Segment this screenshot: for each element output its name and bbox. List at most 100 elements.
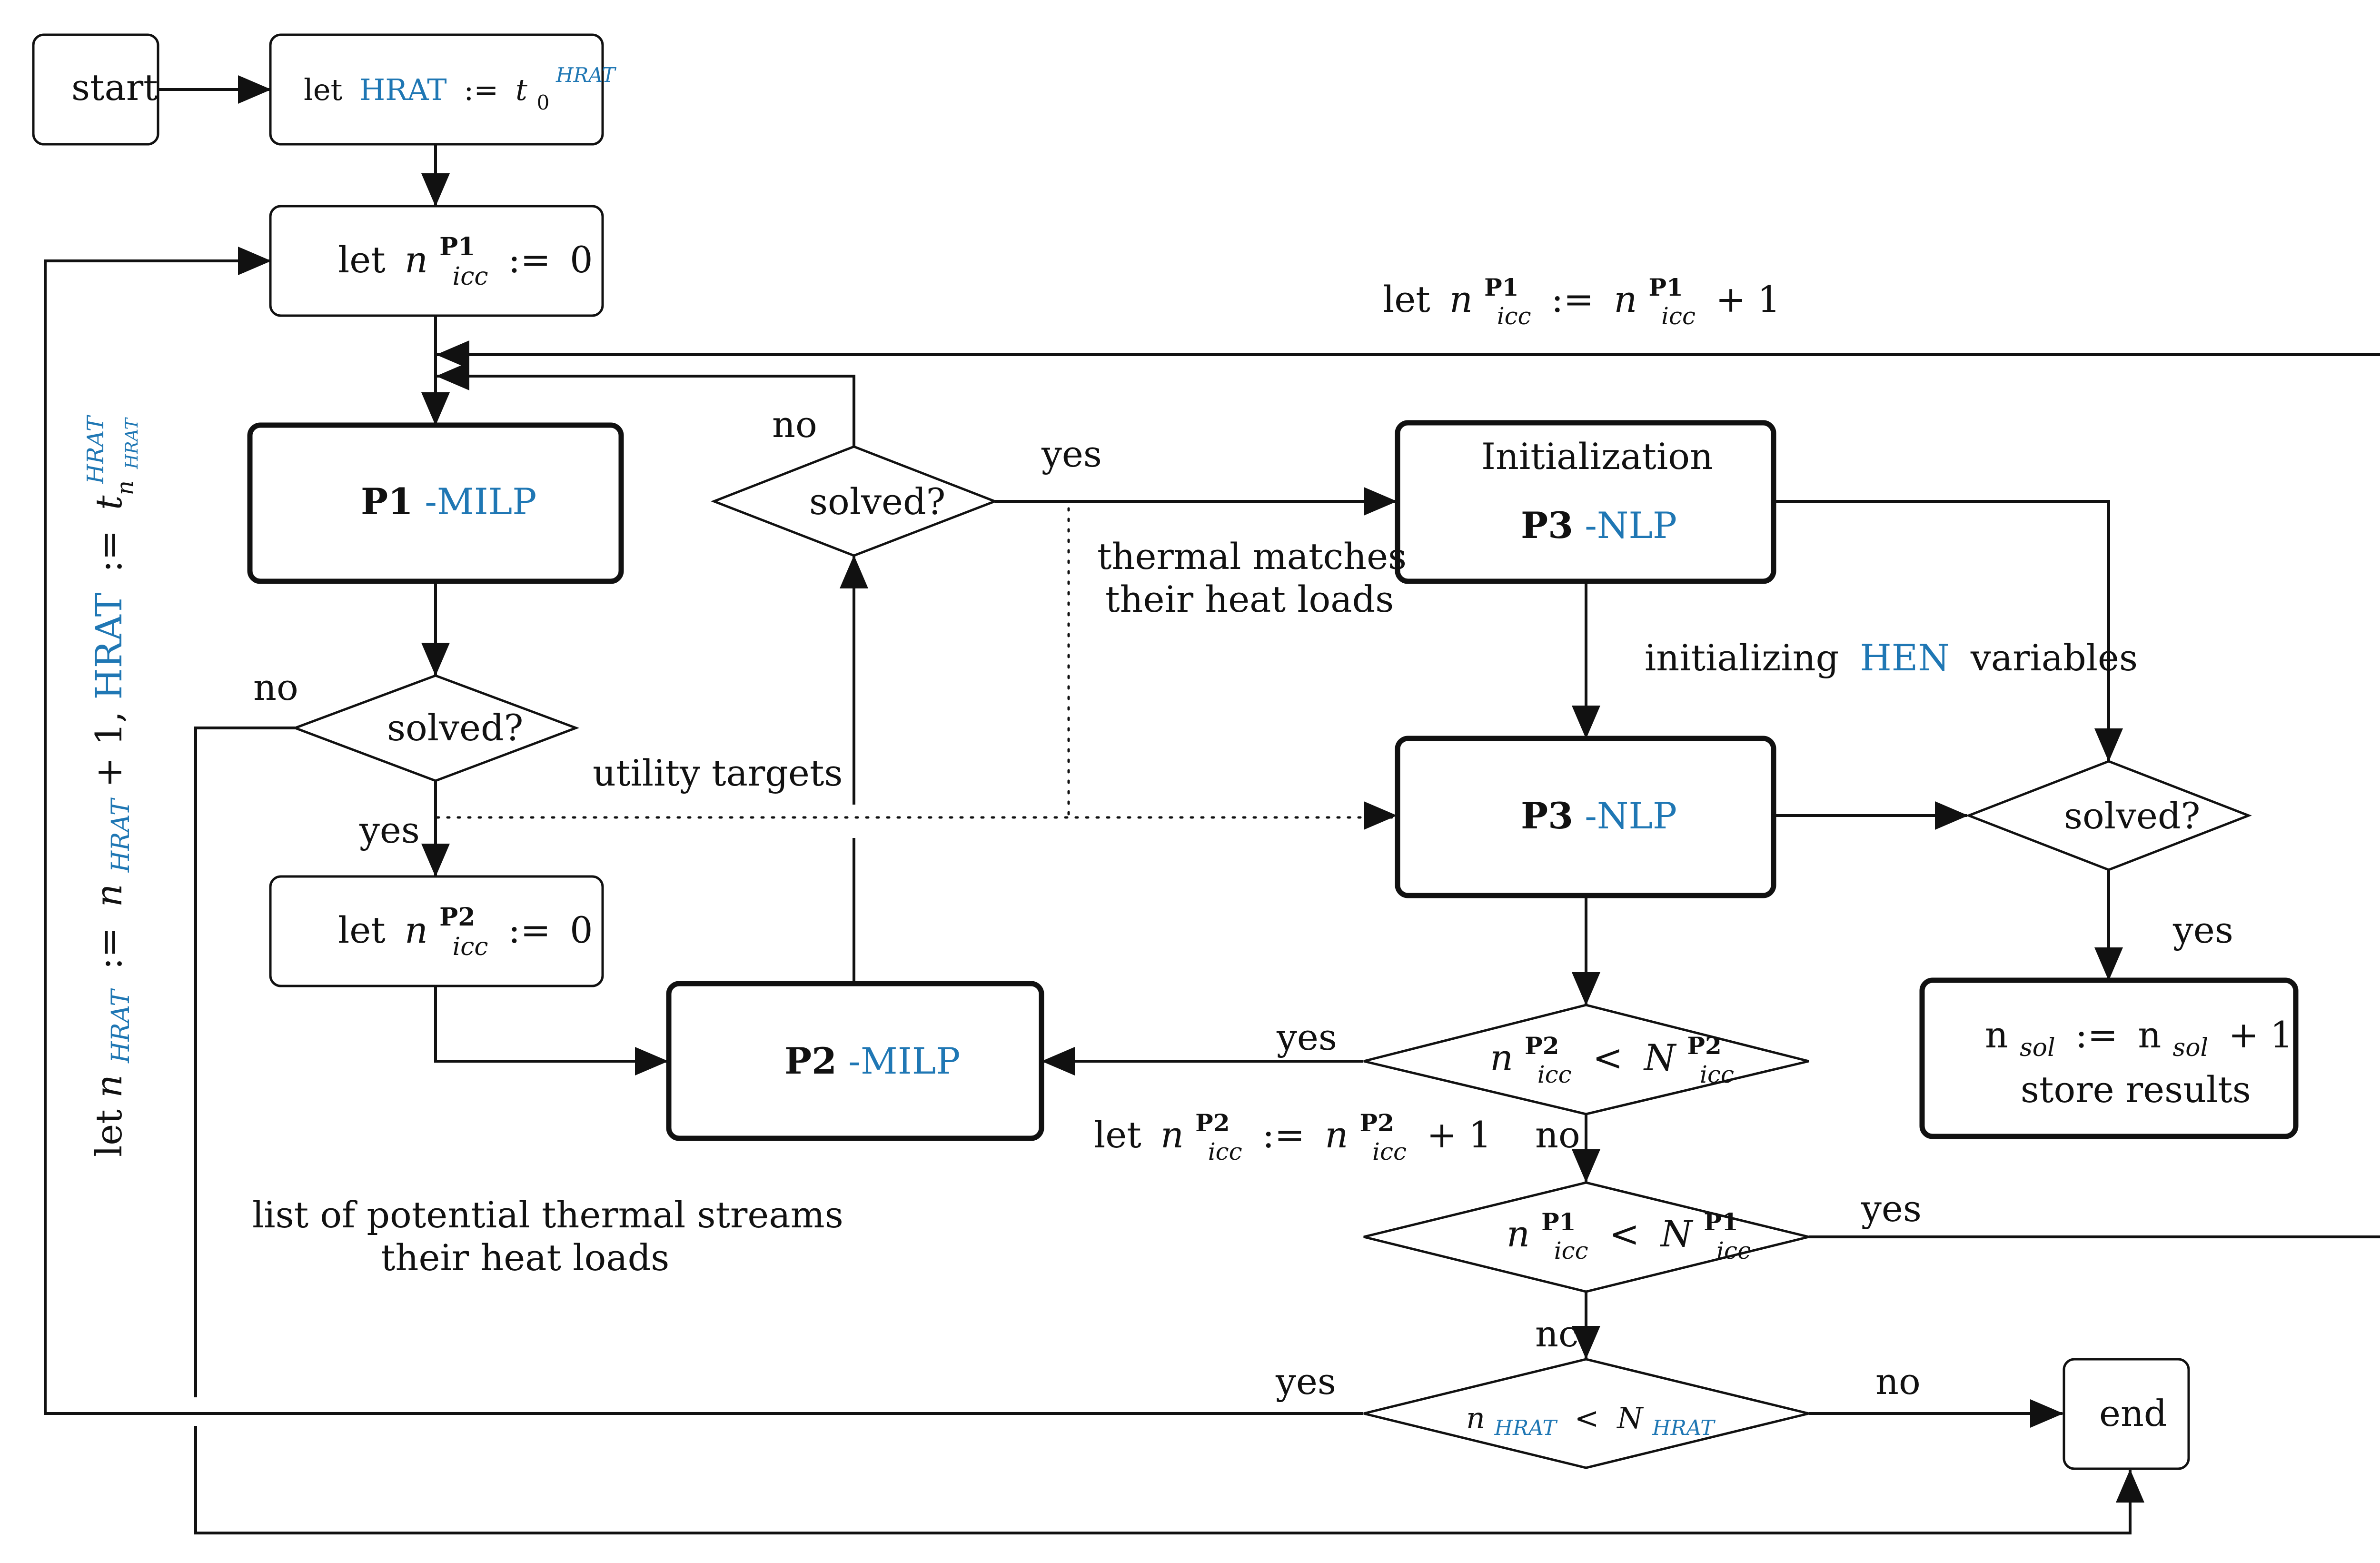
svg-text:let n P2 icc: let n P2 icc := n P2 icc + 1 xyxy=(1094,1097,1491,1168)
label-hen: HEN xyxy=(1860,637,1949,679)
nsol-sub: sol xyxy=(2020,1034,2055,1062)
cond-p2-n: n xyxy=(1490,1036,1513,1079)
svg-text:let HRAT :=: let HRAT := t 0 HRAT xyxy=(304,63,616,117)
label-cond-hrat-no: no xyxy=(1875,1360,1921,1403)
p2-milp-bold: P2 xyxy=(784,1040,837,1082)
label-hrat-loop-assign2: := xyxy=(88,530,130,572)
p2-milp-node: P2 -MILP xyxy=(666,981,1044,1141)
edge-solved1-no-to-end xyxy=(194,727,295,1397)
label-inc-p2-assign: := xyxy=(1262,1114,1305,1156)
p3-init-node: Initialization P3 -NLP xyxy=(1395,420,1776,584)
label-inc-p2-sub: icc xyxy=(1208,1138,1242,1165)
label-solved1-no: no xyxy=(253,666,298,708)
init-p2-sub: icc xyxy=(453,933,488,961)
cond-hrat-n: n xyxy=(1466,1401,1485,1435)
label-thermal-heat-loads: their heat loads xyxy=(1105,578,1394,620)
init-p1-let: let xyxy=(338,239,386,281)
solved2-label: solved? xyxy=(809,480,945,523)
label-inc-p2-plus: + 1 xyxy=(1427,1114,1491,1156)
init-hrat-let: let xyxy=(304,72,343,107)
label-hrat-loop-hrat: HRAT xyxy=(88,593,130,700)
p3-nlp-node: P3 -NLP xyxy=(1395,736,1776,898)
init-p1-assign: := xyxy=(508,239,551,281)
label-utility-targets: utility targets xyxy=(593,752,843,794)
label-hrat-loop-n: n xyxy=(88,1075,130,1098)
label-inc-p1-let: let xyxy=(1383,278,1430,320)
edge-bottom-to-end xyxy=(194,1426,2144,1534)
cond-hrat-lt: < xyxy=(1575,1401,1599,1435)
nsol-plus: + 1 xyxy=(2228,1014,2293,1056)
label-thermal-matches: thermal matches xyxy=(1097,535,1407,577)
label-inc-p1-assign: := xyxy=(1551,278,1594,320)
cond-p2-lt: < xyxy=(1593,1036,1623,1079)
p3-init-title: Initialization xyxy=(1481,435,1713,478)
label-solved2-no: no xyxy=(772,403,817,446)
init-p2-assign: := xyxy=(508,909,551,951)
p3-nlp-bold: P3 xyxy=(1521,795,1573,837)
init-hrat-assign: := xyxy=(464,72,498,107)
label-potential-heat-loads: their heat loads xyxy=(381,1236,669,1279)
init-hrat-sub0: 0 xyxy=(537,91,550,114)
p1-milp-text: -MILP xyxy=(425,480,536,523)
nsol-assign: := xyxy=(2075,1014,2118,1056)
end-label: end xyxy=(2099,1392,2167,1434)
label-inc-p1-sub: icc xyxy=(1497,302,1531,330)
label-inc-p1-n: n xyxy=(1449,278,1473,320)
edge-p3-init-to-solved3 xyxy=(1774,500,2123,762)
label-cond-hrat-yes: yes xyxy=(1275,1360,1336,1403)
cond-p1-sub2: icc xyxy=(1716,1237,1751,1264)
label-hrat-loop-tsub-n: n xyxy=(112,480,139,495)
cond-p1-sub: icc xyxy=(1554,1237,1588,1264)
label-solved2-yes: yes xyxy=(1041,433,1102,475)
edge-cond-p1-yes-loop xyxy=(436,340,2380,1238)
cond-hrat-sub2: HRAT xyxy=(1652,1416,1716,1440)
label-inc-p1-sup: P1 xyxy=(1484,273,1518,301)
svg-text:let n P1 icc: let n P1 icc := 0 xyxy=(338,221,593,293)
label-inc-p2-sup: P2 xyxy=(1195,1109,1230,1137)
svg-text:let n P2 icc: let n P2 icc := 0 xyxy=(338,892,593,964)
init-p1-n: n xyxy=(405,239,428,281)
svg-text:n HRAT < N: n HRAT < N HRAT xyxy=(1466,1401,1716,1442)
store-results-node: n sol := n sol + 1 store results xyxy=(1919,977,2299,1139)
label-initializing: initializing xyxy=(1645,637,1839,679)
label-cond-p1-no: nc xyxy=(1535,1313,1579,1355)
nsol-n: n xyxy=(1985,1014,2008,1056)
init-p2-n: n xyxy=(405,909,428,951)
solved3-decision: solved? xyxy=(1965,760,2252,871)
start-node: start xyxy=(32,33,159,146)
label-potential-streams: list of potential thermal streams xyxy=(252,1194,843,1236)
svg-text:P3 -NLP: P3 -NLP xyxy=(1521,795,1677,837)
svg-text:P1 -MILP: P1 -MILP xyxy=(361,480,536,523)
label-hrat-loop-assign: := xyxy=(88,927,130,970)
init-p1-node: let n P1 icc := 0 xyxy=(269,205,604,317)
solved2-decision: solved? xyxy=(711,445,998,557)
start-label: start xyxy=(71,66,158,109)
p1-milp-bold: P1 xyxy=(361,480,413,523)
svg-text:n P1 icc <: n P1 icc < N P1 icc xyxy=(1507,1196,1751,1267)
cond-p1-N: N xyxy=(1660,1213,1694,1255)
init-p1-sub: icc xyxy=(453,262,488,291)
label-hrat-loop-tsub-hrat: HRAT xyxy=(122,417,142,469)
cond-p2-decision: n P2 icc < N P2 icc xyxy=(1363,1004,1809,1115)
svg-text:n sol := n: n sol := n sol + 1 xyxy=(1985,1014,2293,1065)
cond-hrat-N: N xyxy=(1616,1401,1644,1435)
init-p2-let: let xyxy=(338,909,386,951)
label-inc-p1-plus: + 1 xyxy=(1716,278,1780,320)
svg-text:n P2 icc <: n P2 icc < N P2 icc xyxy=(1490,1020,1734,1091)
label-variables: variables xyxy=(1970,637,2138,679)
init-p2-node: let n P2 icc := 0 xyxy=(269,875,604,987)
p3-init-text: -NLP xyxy=(1585,504,1677,547)
svg-text:let n P1 icc: let n P1 icc := n P1 icc + 1 xyxy=(1383,262,1780,333)
label-cond-p2-yes: yes xyxy=(1276,1016,1337,1058)
label-inc-p1-sup2: P1 xyxy=(1648,273,1683,301)
label-hrat-loop-sub2: HRAT xyxy=(107,797,135,873)
end-node: end xyxy=(2063,1358,2190,1470)
edge-cond-hrat-yes-loop xyxy=(44,247,1363,1415)
label-inc-p2-let: let xyxy=(1094,1114,1141,1156)
label-inc-p2-sup2: P2 xyxy=(1359,1109,1394,1137)
svg-text:let n HRAT: let n HRAT := n HRAT + 1, HRAT := t HRAT… xyxy=(69,405,142,1157)
label-hrat-loop-mid: + 1, xyxy=(88,700,130,788)
init-p2-zero: 0 xyxy=(570,909,593,951)
cond-p2-sup: P2 xyxy=(1525,1032,1559,1060)
